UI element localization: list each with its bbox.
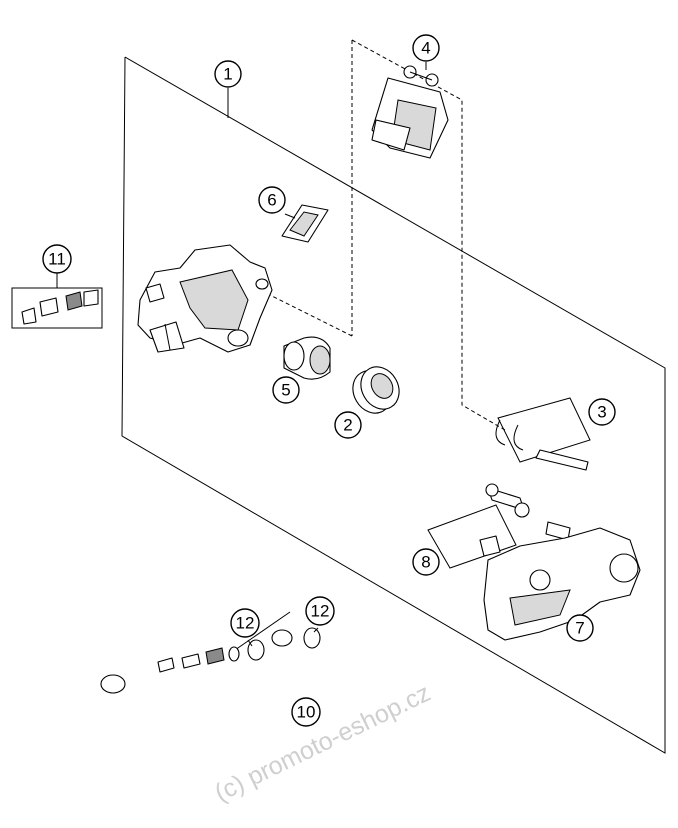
callout-7: 7: [566, 614, 594, 642]
callout-8: 8: [412, 548, 440, 576]
callout-4: 4: [412, 34, 440, 62]
callout-1: 1: [214, 60, 242, 88]
svg-text:3: 3: [597, 403, 606, 422]
svg-text:2: 2: [343, 416, 352, 435]
seal-rings: [352, 366, 400, 414]
caliper-housing: [137, 244, 273, 353]
caliper-assembly-frame: [121, 56, 666, 754]
callout-5: 5: [272, 376, 300, 404]
svg-text:8: 8: [421, 553, 430, 572]
svg-text:5: 5: [281, 381, 290, 400]
bracket-bushings: [427, 483, 571, 569]
svg-text:10: 10: [297, 703, 316, 722]
callout-11: 11: [42, 244, 72, 274]
callout-12b: 12: [305, 596, 335, 626]
pad-spring: [281, 204, 329, 243]
pad-kit-dashed-frame: [269, 39, 506, 431]
callout-2: 2: [334, 411, 362, 439]
svg-text:11: 11: [48, 250, 66, 269]
brake-hose: [43, 611, 293, 807]
svg-text:12: 12: [311, 602, 330, 621]
piston: [283, 336, 331, 380]
banjo-bolt-washers: [157, 627, 321, 673]
callout-12a: 12: [230, 608, 260, 638]
svg-text:6: 6: [267, 191, 276, 210]
pad-pin-with-clips: [495, 397, 591, 471]
svg-text:1: 1: [223, 65, 232, 84]
leader-lines: [56, 62, 427, 647]
svg-text:12: 12: [236, 614, 255, 633]
brake-pads: [371, 65, 449, 159]
callout-10: 10: [291, 697, 321, 727]
svg-text:4: 4: [421, 39, 430, 58]
svg-text:7: 7: [575, 619, 584, 638]
caliper-bracket: [483, 527, 641, 641]
callout-6: 6: [258, 186, 286, 214]
bleeder-valve: [11, 287, 103, 329]
callout-3: 3: [588, 398, 616, 426]
